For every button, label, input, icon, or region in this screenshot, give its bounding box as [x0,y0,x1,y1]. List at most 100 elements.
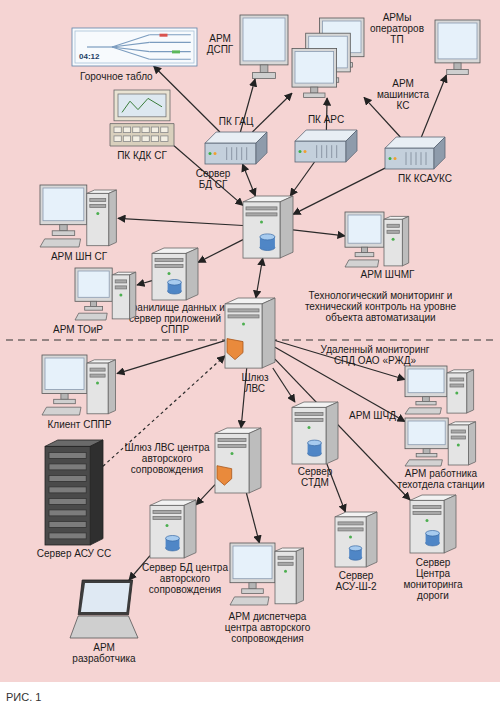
power-light [231,452,234,455]
monitor-bezel [435,20,480,63]
device-icon [345,212,410,267]
device-icon [292,402,338,464]
device-icon [152,248,198,300]
monitor-neck [423,449,430,454]
track-line [150,59,191,60]
drive-bay [278,556,293,559]
track-line [112,35,150,47]
device-icon [225,298,275,368]
data-link-arrow [290,162,314,196]
monitor-base [242,589,264,594]
drive-bay [246,207,277,210]
kdk-button [151,127,158,133]
laptop-screen [81,583,130,612]
device-node: Сервер СТДМ [292,402,338,464]
tower-front [87,193,109,245]
data-link-arrow [118,218,243,225]
device-label: АРМ диспетчера центра авторского сопрово… [215,611,320,644]
device-label: ПК КДК СГ [102,150,182,161]
data-link-arrow [256,258,263,298]
data-link-arrow [293,168,385,214]
keyboard [40,239,81,247]
tower-side [366,512,377,567]
drive-bay [413,505,441,508]
tower-side [249,428,261,493]
drive-bay [295,418,323,421]
rack-front [45,446,90,545]
device-node: АРМ ДСПГ [240,15,288,79]
monitor-bezel [405,418,448,449]
data-link-arrow [137,281,152,285]
tower-side [109,190,117,246]
data-link-arrow [421,75,446,137]
tower-side [130,272,136,319]
drive-bay [155,264,183,267]
monitor-bezel [292,48,337,87]
db-top [308,440,322,446]
device-label: ПК ГАЦ [205,116,267,127]
tower-front [275,551,296,604]
device-node: ПК КДК СГ [110,90,174,146]
device-icon [205,132,267,164]
device-icon [410,495,456,553]
gateway-shield [227,339,243,360]
device-node: АРМы операторов ТП [292,18,364,98]
monitor-bezel [75,268,112,301]
track-line [112,42,150,47]
vent-line [406,152,407,165]
vent-line [236,147,237,160]
laptop-base [70,616,138,638]
vent-line [331,145,332,158]
tower-side [108,360,115,414]
kdk-button [114,136,121,142]
monitor-neck [61,393,68,399]
device-node: ПК ГАЦ [205,132,267,164]
drive-bay [228,309,259,312]
drive-bay [228,315,259,318]
track-line [112,47,150,59]
track-signal [160,34,168,37]
device-node: АРМ ШЧД [405,366,475,414]
device-node: АРМ ШН СГ [40,185,118,247]
drive-bay [90,204,106,207]
gateway-shield [217,466,232,486]
tower-front [384,219,402,266]
device-label: АРМ ТОиР [43,324,113,335]
device-icon [292,18,364,98]
vent-line [411,152,412,165]
device-label: АРМ работника техотдела станции [393,468,489,490]
device-label: Сервер БД центра авторского сопровождени… [140,562,230,595]
device-icon [243,196,293,258]
vent-line [326,145,327,158]
tower-side [186,248,198,300]
monitor-neck [60,225,67,231]
vent-line [421,152,422,165]
data-link-arrow [196,485,215,505]
rack-slot [49,533,86,539]
drive-bay [90,198,106,201]
device-icon [45,440,103,545]
monitor-base [355,253,374,257]
drive-bay [90,368,105,371]
device-node: АРМ разработчика [70,580,138,638]
drive-bay [246,213,277,216]
drive-bay [387,230,399,233]
drive-bay [155,258,183,261]
device-node: АРМ ТОиР [75,268,137,320]
monitor-screen [45,358,84,389]
device-icon [40,185,118,247]
data-link-arrow [243,164,256,196]
track-line [87,46,112,47]
track-line [150,42,191,43]
drive-bay [278,562,293,565]
drive-bay [90,374,105,377]
tower-front [410,500,444,553]
keyboard [75,313,107,320]
tower-side [467,370,474,413]
drive-bay [451,430,465,433]
data-link-arrow [364,97,400,137]
power-light [392,238,395,241]
monitor-base [54,399,76,403]
